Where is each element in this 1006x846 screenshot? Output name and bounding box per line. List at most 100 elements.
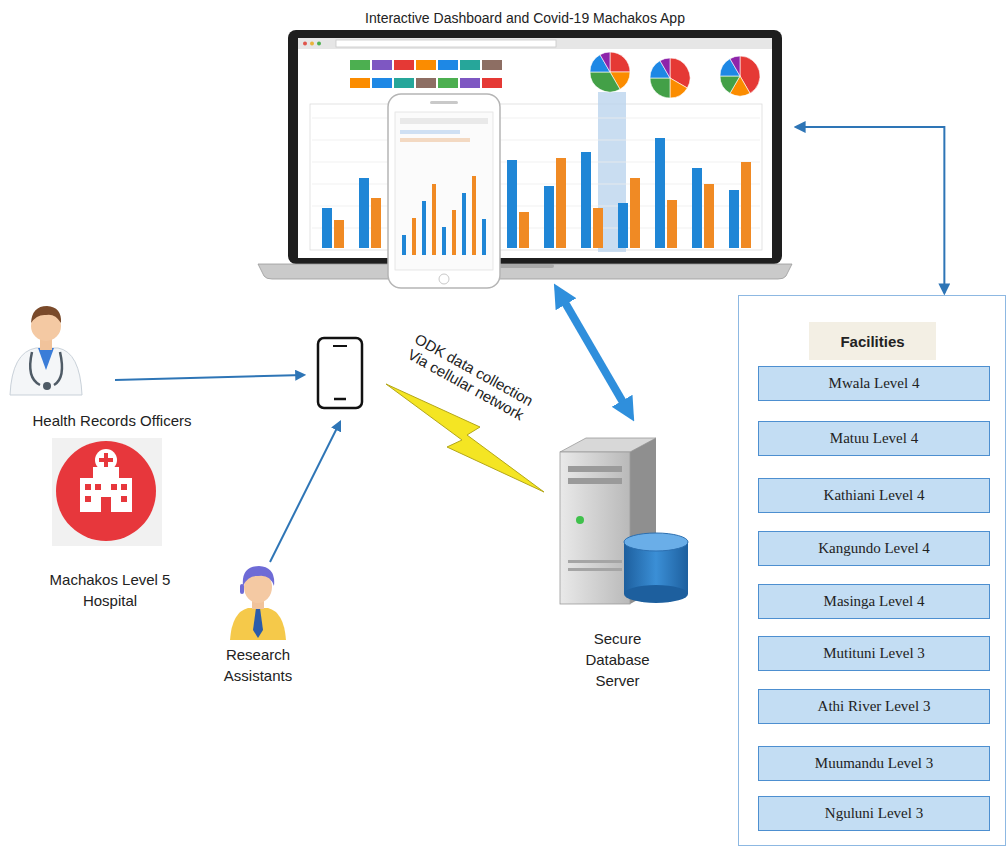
laptop-illustration-part-part xyxy=(350,60,370,70)
laptop-illustration-part-part xyxy=(322,208,332,248)
network-label: ODK data collection Via cellular network xyxy=(395,325,544,428)
smartphone-illustration-part xyxy=(395,112,493,270)
smartphone-illustration-part-part xyxy=(402,235,406,255)
hospital-icon-part-part xyxy=(121,484,127,490)
laptop-illustration-part-part xyxy=(650,58,690,98)
laptop-illustration-part xyxy=(317,42,321,46)
hospital-icon-part-part xyxy=(121,496,127,502)
laptop-illustration-part-part xyxy=(581,152,591,248)
doctor-icon-part xyxy=(31,306,61,323)
smartphone-illustration-part-part xyxy=(412,218,416,255)
doctor-icon-part xyxy=(43,382,51,390)
node-label: Kangundo Level 4 xyxy=(818,540,930,557)
node-label: Secure Database Server xyxy=(573,628,663,691)
laptop-illustration-part xyxy=(310,104,762,250)
laptop-illustration-part-part xyxy=(630,178,640,248)
laptop-illustration-part-part-part xyxy=(720,76,740,93)
laptop-illustration-part-part xyxy=(692,168,702,248)
laptop-illustration-part xyxy=(350,60,502,88)
laptop-illustration-part-part xyxy=(416,78,436,88)
smartphone-illustration-part-part xyxy=(422,201,426,255)
node-label: Kathiani Level 4 xyxy=(824,487,925,504)
role-node: Research Assistants xyxy=(198,556,318,690)
laptop-illustration-part xyxy=(288,30,782,264)
node-label: Matuu Level 4 xyxy=(830,430,918,447)
doctor-icon-part xyxy=(38,348,54,370)
facility-box: Athi River Level 3 xyxy=(758,689,990,724)
facility-box: Nguluni Level 3 xyxy=(758,796,990,831)
smartphone-illustration-part xyxy=(388,94,500,288)
laptop-illustration-part-part-part xyxy=(590,72,620,92)
hospital-icon-part-part xyxy=(101,497,111,512)
laptop-illustration-part-part xyxy=(359,178,369,248)
smartphone-illustration-part-part xyxy=(452,210,456,255)
hospital-icon-part xyxy=(80,478,132,512)
node-label: Mwala Level 4 xyxy=(829,375,920,392)
hospital-icon-part xyxy=(99,458,113,462)
hospital-icon xyxy=(52,438,162,546)
laptop-illustration-part xyxy=(298,38,772,258)
node-label: Mutituni Level 3 xyxy=(823,645,925,662)
panel-heading: Facilities xyxy=(809,322,936,360)
facility-box: Kangundo Level 4 xyxy=(758,531,990,566)
mobile-device-icon-part xyxy=(318,338,362,408)
facilities-panel: FacilitiesMwala Level 4 Matuu Level 4 Kath… xyxy=(738,295,1006,846)
laptop-illustration-part-part xyxy=(729,190,739,248)
database-server-icon-part xyxy=(624,533,688,551)
laptop-illustration-part-part xyxy=(704,184,714,248)
laptop-illustration-part-part xyxy=(416,60,436,70)
laptop-illustration-part-part xyxy=(618,203,628,248)
hospital-icon-part-part xyxy=(111,484,117,490)
smartphone-illustration-part xyxy=(439,274,449,284)
laptop-illustration-part-part xyxy=(667,200,677,248)
laptop-illustration-part-part xyxy=(460,78,480,88)
facility-box: Mutituni Level 3 xyxy=(758,636,990,671)
laptop-illustration-part-part xyxy=(460,60,480,70)
research-assistant-icon-part xyxy=(230,608,286,640)
smartphone-illustration-part-part xyxy=(442,227,446,255)
laptop-illustration-part-part xyxy=(312,140,760,141)
mobile-device-icon-part xyxy=(334,398,346,401)
hospital-icon-part-part xyxy=(85,484,91,490)
hospital-icon-part xyxy=(56,441,156,541)
laptop-illustration-part-part xyxy=(556,158,566,248)
hospital-icon-part xyxy=(85,484,127,512)
laptop-illustration-part-part xyxy=(372,78,392,88)
smartphone-illustration-part xyxy=(402,176,486,255)
laptop-illustration-part-part xyxy=(312,118,760,119)
laptop-illustration-part-part xyxy=(482,60,502,70)
database-server-icon-part xyxy=(568,466,622,472)
laptop-illustration-part-part-part xyxy=(600,52,610,72)
facility-box: Mwala Level 4 xyxy=(758,366,990,401)
smartphone-illustration-part xyxy=(430,101,458,104)
laptop-illustration-part-part xyxy=(371,198,381,248)
laptop-illustration-part-part-part xyxy=(650,78,670,98)
database-server-icon-part xyxy=(568,568,622,571)
node-label: Health Records Officers xyxy=(33,410,192,431)
connector-arrow xyxy=(796,127,944,293)
laptop-illustration-part-part xyxy=(507,160,517,248)
node-label: Research Assistants xyxy=(208,644,308,686)
laptop-illustration-part xyxy=(336,40,556,47)
hospital-node: Machakos Level 5 Hospital xyxy=(40,435,180,615)
database-server-icon-part xyxy=(576,516,584,524)
laptop-node: Interactive Dashboard and Covid-19 Macha… xyxy=(258,4,792,290)
laptop-illustration-part-part xyxy=(350,78,370,88)
research-assistant-icon-part xyxy=(243,566,274,586)
laptop-illustration-part xyxy=(298,38,772,49)
research-assistant-icon xyxy=(230,566,286,640)
laptop-illustration-part-part xyxy=(590,52,630,92)
role-node: Health Records Officers xyxy=(4,300,220,435)
database-server-icon-part xyxy=(568,478,622,484)
database-server-icon-part xyxy=(624,585,688,603)
doctor-icon xyxy=(10,306,82,395)
laptop-illustration-part xyxy=(303,42,307,46)
node-label: Machakos Level 5 Hospital xyxy=(48,569,173,611)
laptop-illustration-part-part xyxy=(593,208,603,248)
research-assistant-icon-part xyxy=(240,584,244,594)
laptop-illustration-part-part xyxy=(655,138,665,248)
hospital-icon-part-part xyxy=(85,496,91,502)
facility-box: Muumandu Level 3 xyxy=(758,746,990,781)
server-node: Secure Database Server xyxy=(535,415,700,695)
